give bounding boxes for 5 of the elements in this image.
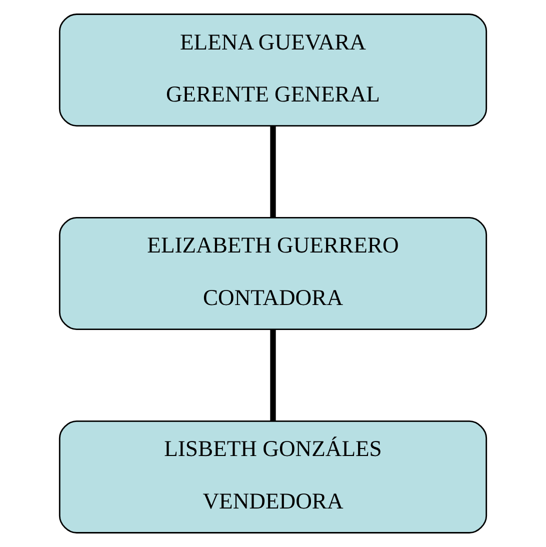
connector xyxy=(270,126,276,218)
connector xyxy=(270,330,276,421)
node-box: ELIZABETH GUERRERO CONTADORA xyxy=(58,216,488,330)
node-box: LISBETH GONZÁLES VENDEDORA xyxy=(58,420,488,534)
node-box: ELENA GUEVARA GERENTE GENERAL xyxy=(58,14,488,127)
